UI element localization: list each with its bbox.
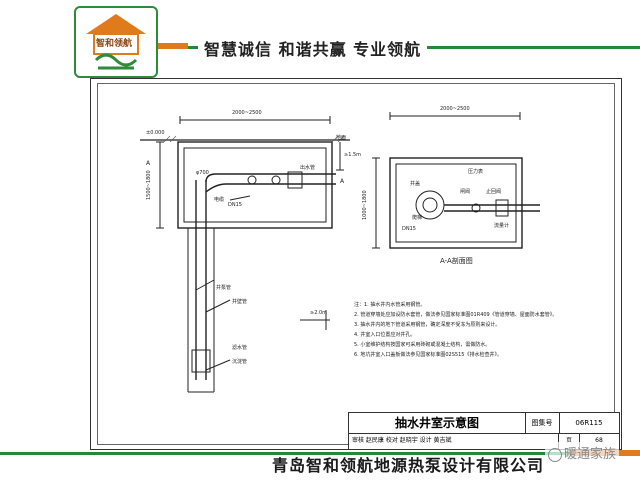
footer-bar-green — [0, 452, 640, 455]
drawing-title: 抽水井室示意图 — [349, 413, 526, 434]
drawing-sheet — [90, 78, 622, 450]
dim-height-left: 1500~1800 — [146, 170, 152, 200]
note-line: 4. 井室入口位置应对井孔。 — [354, 332, 416, 338]
dn15-right-label: DN15 — [402, 226, 416, 232]
note-line: 2. 管道穿墙处应加设防水套管，做法参见国家标准图01R409《管道穿墙、屋面防… — [354, 312, 558, 318]
label-cover: 井盖 — [410, 181, 421, 187]
label-cable: 电缆 — [214, 197, 225, 203]
label-ladder: 爬梯 — [412, 215, 423, 221]
company-logo: 智和领航 — [74, 6, 158, 78]
sign-row: 审核 赵民康 校对 赵晓宇 设计 黄吉斌 — [349, 433, 559, 449]
elevation-label: ±0.000 — [146, 130, 165, 136]
code-label: 图集号 — [525, 413, 560, 434]
watermark-text: 暖通家族 — [564, 447, 617, 462]
dim-width-left: 2000~2500 — [232, 110, 262, 116]
dim-depth-right: ≥1.5m — [344, 152, 362, 158]
slogan: 智慧诚信 和谐共赢 专业领航 — [198, 36, 428, 60]
drawing-code: 06R115 — [559, 413, 619, 434]
section-a-right: A — [340, 178, 345, 185]
drawing-frame — [97, 83, 615, 445]
note-line: 5. 小室维护结构按国家可采用砖砌或混凝土结构，需做防水。 — [354, 342, 491, 348]
label-well-pipe: 井壁管 — [232, 299, 248, 305]
page-number: 68 — [595, 437, 603, 444]
note-line: 注：1. 抽水井内水管采用钢管。 — [354, 302, 426, 308]
dia700-label: φ700 — [196, 170, 209, 176]
dim-width-right: 2000~2500 — [440, 106, 470, 112]
label-soil: 地面 — [336, 135, 347, 141]
note-line: 6. 地坑井室入口盖板做法参见国家标准图02S515《排水检查井》。 — [354, 352, 502, 358]
label-pump-pipe: 井泵管 — [216, 285, 232, 291]
drawing-notes: 注：1. 抽水井内水管采用钢管。 2. 管道穿墙处应加设防水套管，做法参见国家标… — [354, 300, 574, 360]
label-settle-pipe: 沉淀管 — [232, 359, 248, 365]
section-a-left: A — [146, 160, 151, 167]
company-name: 青岛智和领航地源热泵设计有限公司 — [272, 456, 545, 475]
header-bar-orange — [158, 43, 188, 49]
dim-height-right: 1000~1800 — [362, 190, 368, 220]
logo-text: 智和领航 — [96, 39, 133, 49]
section-title: A-A剖面图 — [440, 257, 473, 265]
label-filter-pipe: 滤水管 — [232, 345, 248, 351]
label-water-pipe: 出水管 — [300, 165, 316, 171]
label-valve: 闸阀 — [460, 189, 471, 195]
label-check-valve: 止回阀 — [486, 189, 502, 195]
label-flowmeter: 流量计 — [494, 223, 510, 229]
dim-depth-bottom: ≥2.0m — [310, 310, 328, 316]
wechat-icon — [548, 447, 562, 462]
label-gauge: 压力表 — [468, 169, 484, 175]
note-line: 3. 抽水井内的地下管道采用钢管，确定深度不受冻为原则来设计。 — [354, 322, 501, 328]
dn15-label: DN15 — [228, 202, 242, 208]
page-label: 页 — [559, 433, 580, 449]
watermark: 暖通家族 — [545, 442, 620, 463]
